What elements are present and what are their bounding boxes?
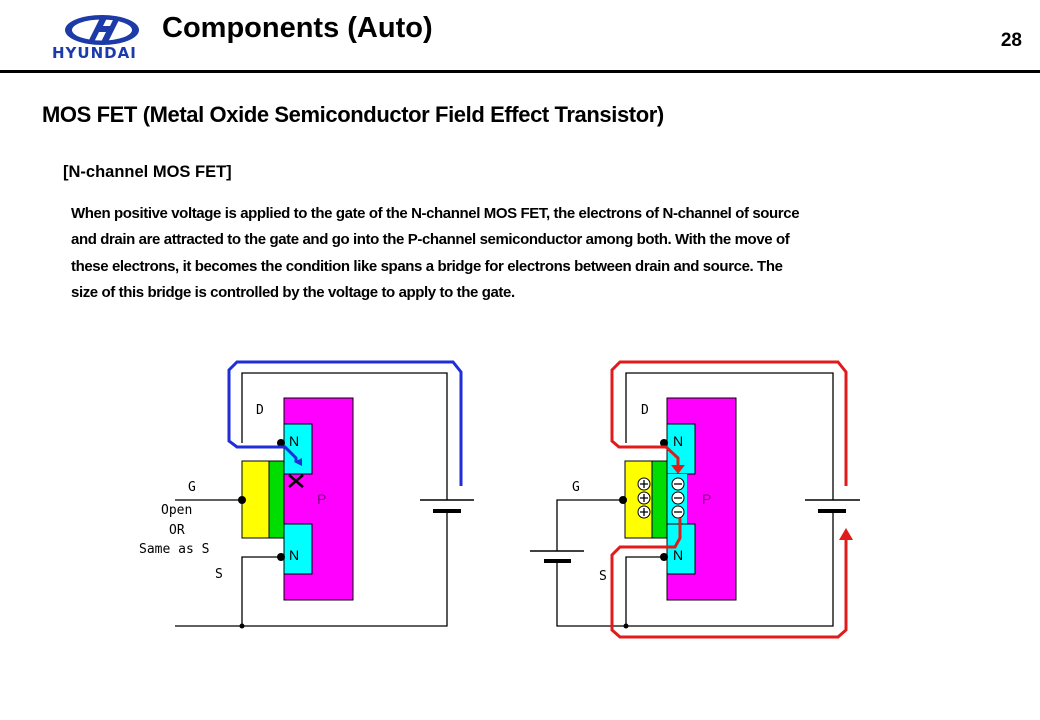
left-junction-dot [239, 623, 245, 629]
electron-icon [671, 477, 685, 491]
gate-battery-icon [530, 550, 584, 563]
left-drain-terminal [277, 439, 285, 447]
left-label-source: S [215, 567, 223, 582]
left-label-n-bottom: N [289, 547, 299, 563]
right-circuit-wires [556, 372, 834, 627]
right-gate-terminal [619, 496, 627, 504]
left-gate-oxide [268, 460, 285, 539]
right-electron-flow-path-bottom [610, 518, 848, 639]
electron-icon [671, 505, 685, 519]
right-electron-flow-path-top [610, 360, 848, 486]
paragraph-line: size of this bridge is controlled by the… [71, 283, 515, 301]
left-gate-metal [241, 460, 270, 539]
positive-charge-icon [637, 505, 651, 519]
right-label-source: S [599, 569, 607, 584]
left-label-n-top: N [289, 433, 299, 449]
right-diagram-on-state: D G S N N P [530, 360, 860, 639]
flow-arrow-up-icon [839, 528, 853, 540]
paragraph-line: and drain are attracted to the gate and … [71, 231, 790, 249]
right-label-n-bottom: N [673, 547, 683, 563]
paragraph-line: When positive voltage is applied to the … [71, 205, 800, 222]
left-label-gate: G [188, 480, 196, 495]
page-number: 28 [1000, 30, 1022, 51]
left-diagram-off-state: D G Open OR Same as S S N N P [139, 360, 474, 629]
left-gate-note-line: Open [161, 503, 192, 518]
right-junction-dot [623, 623, 629, 629]
right-source-terminal [660, 553, 668, 561]
hyundai-logo-icon [65, 15, 139, 45]
left-label-p: P [317, 491, 326, 507]
paragraph-line: these electrons, it becomes the conditio… [71, 257, 783, 275]
left-label-drain: D [256, 403, 264, 418]
left-gate-note-line: OR [169, 523, 185, 538]
right-label-n-top: N [673, 433, 683, 449]
channel-negative-charges [671, 477, 685, 519]
left-gate-terminal [238, 496, 246, 504]
logo-text: HYUNDAI [52, 44, 137, 62]
left-source-terminal [277, 553, 285, 561]
left-battery-icon [420, 499, 474, 513]
subsection-heading: [N-channel MOS FET] [63, 163, 232, 181]
left-electron-flow-path [227, 360, 463, 486]
left-n-source-region [283, 523, 313, 575]
right-gate-oxide [651, 460, 668, 539]
right-drain-terminal [660, 439, 668, 447]
page-title: Components (Auto) [162, 12, 433, 44]
right-label-p: P [702, 491, 711, 507]
right-label-gate: G [572, 480, 580, 495]
blocked-x-icon [288, 474, 304, 488]
section-heading: MOS FET (Metal Oxide Semiconductor Field… [42, 102, 664, 127]
positive-charge-icon [637, 491, 651, 505]
right-label-drain: D [641, 403, 649, 418]
description-paragraph: When positive voltage is applied to the … [71, 201, 991, 306]
right-battery-icon [805, 499, 860, 513]
flow-arrow-down-icon [671, 465, 685, 474]
left-gate-note-line: Same as S [139, 542, 209, 557]
header-divider [0, 70, 1040, 73]
positive-charge-icon [637, 477, 651, 491]
gate-positive-charges [637, 477, 651, 519]
left-circuit-wires [175, 372, 448, 627]
electron-icon [671, 491, 685, 505]
